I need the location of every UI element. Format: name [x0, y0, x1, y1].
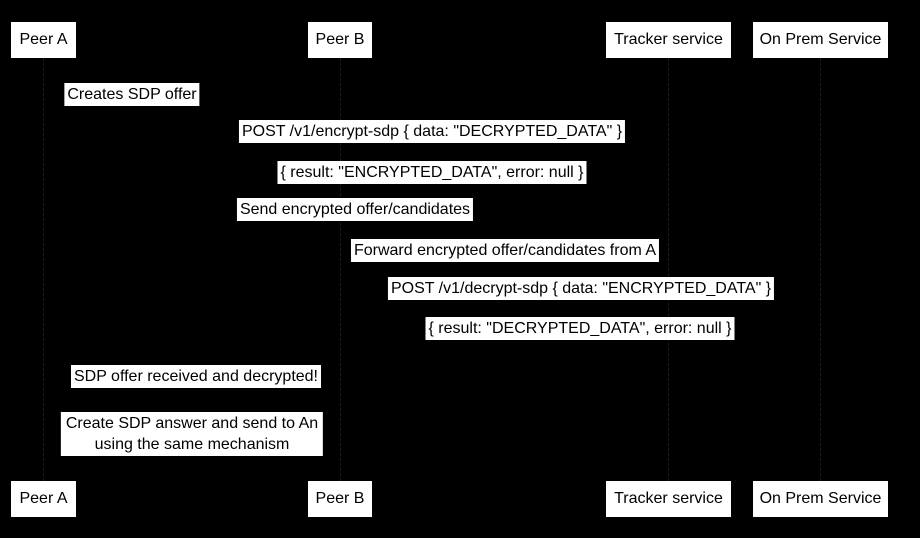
- lifeline-peer-b: [340, 58, 341, 481]
- lifeline-peer-a: [43, 58, 44, 481]
- note-create-sdp-answer: Create SDP answer and send to An using t…: [60, 412, 324, 456]
- message-decrypt-result: { result: "DECRYPTED_DATA", error: null …: [425, 317, 735, 340]
- actor-top-on-prem-service: On Prem Service: [753, 22, 888, 58]
- actor-bottom-peer-b: Peer B: [308, 481, 372, 517]
- actor-bottom-tracker-service: Tracker service: [606, 481, 731, 517]
- lifeline-on-prem-service: [820, 58, 821, 481]
- message-post-encrypt-sdp: POST /v1/encrypt-sdp { data: "DECRYPTED_…: [238, 120, 626, 143]
- message-post-decrypt-sdp: POST /v1/decrypt-sdp { data: "ENCRYPTED_…: [387, 277, 775, 300]
- message-send-encrypted-offer: Send encrypted offer/candidates: [236, 198, 474, 221]
- lifeline-tracker-service: [668, 58, 669, 481]
- actor-top-peer-a: Peer A: [11, 22, 76, 58]
- actor-top-tracker-service: Tracker service: [606, 22, 731, 58]
- actor-bottom-peer-a: Peer A: [11, 481, 76, 517]
- actor-bottom-on-prem-service: On Prem Service: [753, 481, 888, 517]
- actor-top-peer-b: Peer B: [308, 22, 372, 58]
- message-sdp-offer-received: SDP offer received and decrypted!: [71, 365, 321, 388]
- message-encrypt-result: { result: "ENCRYPTED_DATA", error: null …: [277, 161, 587, 184]
- message-creates-sdp-offer: Creates SDP offer: [64, 83, 200, 106]
- message-forward-encrypted-offer: Forward encrypted offer/candidates from …: [350, 239, 660, 262]
